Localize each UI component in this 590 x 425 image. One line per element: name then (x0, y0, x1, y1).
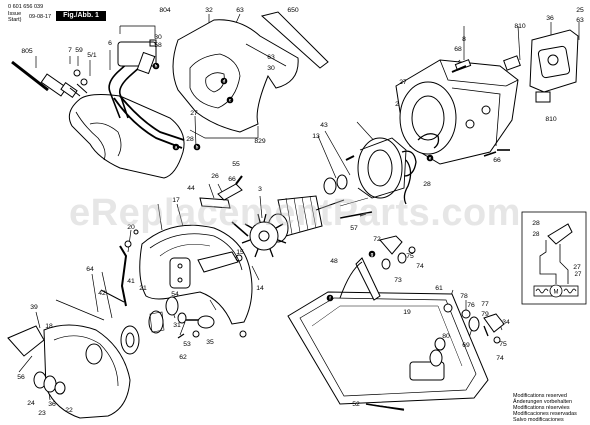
part-label: 36 (546, 15, 554, 22)
note-line: Salvo modificaciones (513, 417, 564, 424)
part-label: 41 (127, 278, 135, 285)
note-line: Änderungen vorbehalten (513, 399, 573, 406)
callout-letter: h (155, 63, 158, 68)
part-label: 27 (190, 110, 198, 117)
part-label: 80 (442, 333, 450, 340)
part-label: 23 (38, 410, 46, 417)
part-label: 61 (435, 285, 443, 292)
part-label: 805 (21, 48, 33, 55)
callout-letter: c (229, 97, 232, 102)
part-label: 54 (171, 291, 179, 298)
part-label: 20 (127, 224, 135, 231)
part-label: 829 (254, 138, 266, 145)
part-label: 44 (187, 185, 195, 192)
part-label: 42 (98, 290, 106, 297)
part-label: 35 (206, 339, 214, 346)
callout-markers (152, 62, 434, 302)
part-label: 6 (108, 40, 112, 47)
part-label: 75 (499, 341, 507, 348)
part-label: 34 (502, 319, 510, 326)
part-label: 79 (481, 311, 489, 318)
callout-letter: b (196, 144, 199, 149)
modifications-notes: Modifications reserved Änderungen vorbeh… (513, 393, 577, 423)
part-label: 74 (416, 263, 424, 270)
part-label: 59 (75, 47, 83, 54)
callout-letter: g (371, 251, 374, 256)
part-label: 76 (467, 302, 475, 309)
part-label: 7 (68, 47, 72, 54)
part-label: 55 (232, 161, 240, 168)
part-label: 22 (65, 407, 73, 414)
part-label: 52 (352, 401, 360, 408)
schematic-label: 28 (533, 231, 540, 238)
part-label: 3 (258, 186, 262, 193)
part-label: 18 (45, 323, 53, 330)
part-label: 31 (173, 322, 181, 329)
part-label: 43 (320, 122, 328, 129)
figure-label: Fig./Abb. 1 (56, 11, 106, 21)
callout-letter: f (329, 295, 331, 300)
part-label: 810 (545, 116, 557, 123)
drawing-number: 0 601 656 039 (8, 4, 44, 10)
part-label: 26 (211, 173, 219, 180)
issue-date: 09-08-17 (29, 14, 52, 20)
start-label: Start) (8, 17, 22, 23)
part-label: 78 (460, 293, 468, 300)
part-label: 30 (154, 34, 162, 41)
part-label: 39 (30, 304, 38, 311)
issue-label: Issue (8, 11, 22, 17)
part-label: 72 (373, 236, 381, 243)
part-label: 15 (236, 249, 244, 256)
part-label: 25 (576, 7, 584, 14)
callout-letter: e (429, 155, 432, 160)
part-label: 27 (399, 79, 407, 86)
part-label: 68 (454, 46, 462, 53)
part-label: 69 (462, 342, 470, 349)
part-label: 63 (576, 17, 584, 24)
part-label: 28 (532, 220, 540, 227)
part-label: 17 (172, 197, 180, 204)
part-label: 56 (17, 374, 25, 381)
part-label: 66 (493, 157, 501, 164)
part-label: 804 (159, 7, 171, 14)
part-label: 63 (236, 7, 244, 14)
part-label: 13 (312, 133, 320, 140)
part-label: 73 (394, 277, 402, 284)
part-label: 75 (406, 253, 414, 260)
part-label: 24 (27, 400, 35, 407)
part-label: 36 (48, 401, 56, 408)
part-label: 5/1 (87, 52, 97, 59)
note-line: Modificaciones reservadas (513, 411, 577, 418)
part-label: 21 (139, 285, 147, 292)
part-label: 66 (228, 176, 236, 183)
part-label: 63 (267, 54, 275, 61)
part-label: 53 (183, 341, 191, 348)
part-label: 27 (573, 264, 581, 271)
part-label: 32 (205, 7, 213, 14)
part-label: 58 (154, 42, 162, 49)
note-line: Modifications reserved (513, 393, 567, 399)
part-label: 2 (395, 101, 399, 108)
part-label: 14 (256, 285, 264, 292)
part-label: 28 (186, 136, 194, 143)
part-label: 48 (330, 258, 338, 265)
part-label: 8 (462, 36, 466, 43)
part-label: 77 (481, 301, 489, 308)
part-label: 74 (496, 355, 504, 362)
part-label: 28 (423, 181, 431, 188)
part-label: 64 (86, 266, 94, 273)
callout-letter: a (175, 144, 178, 149)
callout-letter: d (223, 78, 226, 83)
part-label: 19 (403, 309, 411, 316)
part-label: 30 (267, 65, 275, 72)
part-label: 810 (514, 23, 526, 30)
part-label: 650 (287, 7, 299, 14)
part-label: 62 (179, 354, 187, 361)
schematic-label: 27 (575, 271, 582, 278)
motor-symbol: M (554, 290, 559, 296)
part-label: 57 (350, 225, 358, 232)
note-line: Modifications réservées (513, 405, 570, 412)
